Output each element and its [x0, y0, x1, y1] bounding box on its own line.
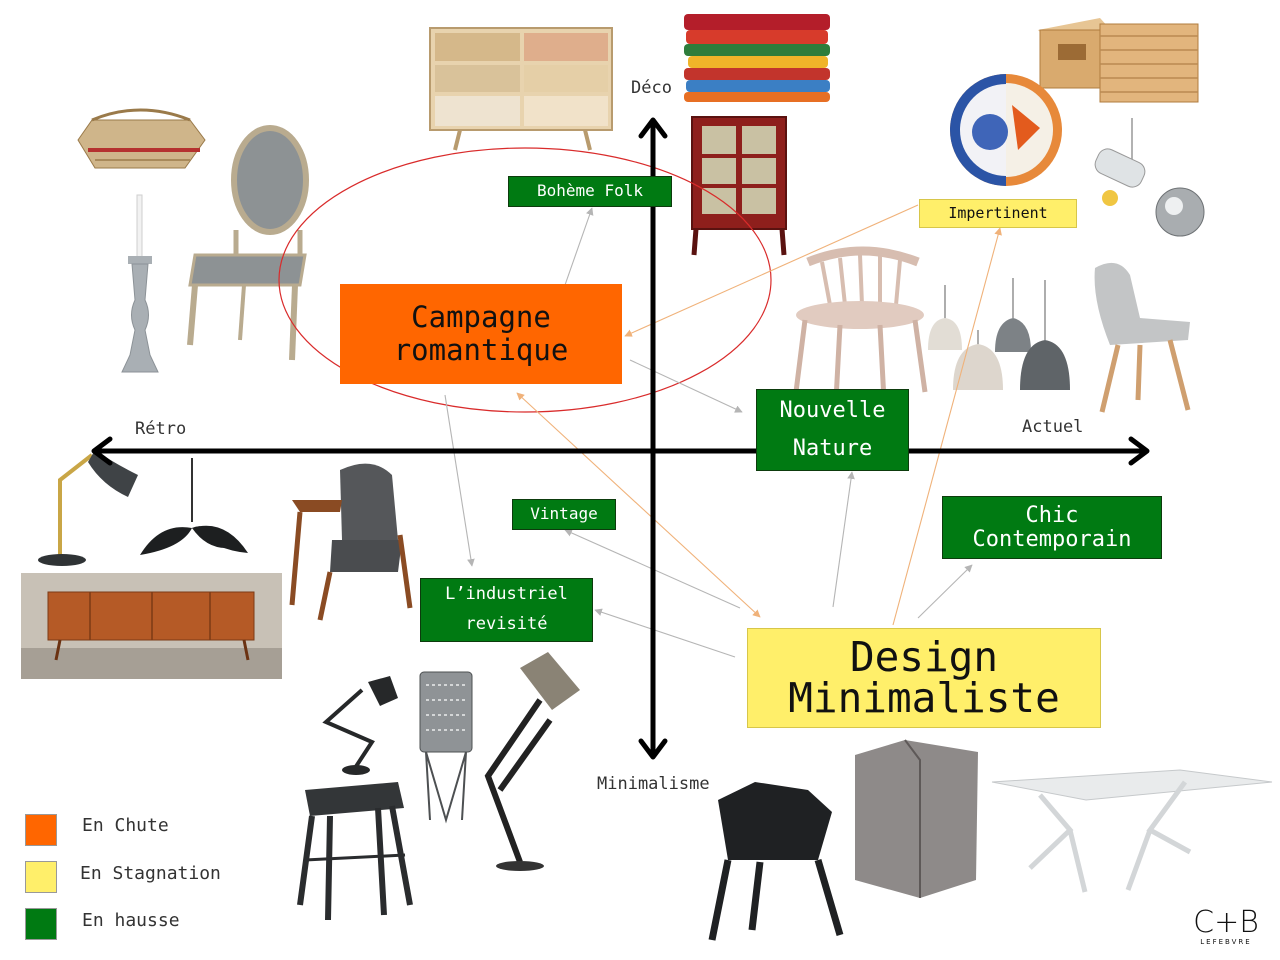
- cabinet-icon: [691, 116, 787, 256]
- basket-icon: [77, 108, 206, 169]
- medallion-chair-icon: [187, 125, 309, 361]
- tripod-lamp-icon: [484, 652, 580, 871]
- chest-of-drawers-icon: [429, 27, 613, 151]
- trend-industriel-revisite[interactable]: L’industriel revisité: [420, 578, 593, 642]
- trend-design-minimaliste[interactable]: Design Minimaliste: [747, 628, 1101, 728]
- brand-logo: C+B LEFEBVRE: [1190, 905, 1262, 947]
- trend-design-label: Design Minimaliste: [788, 633, 1060, 722]
- trend-nouvelle-nature[interactable]: Nouvelle Nature: [756, 389, 909, 471]
- trend-campagne-label: Campagne romantique: [393, 299, 569, 367]
- logo-subtitle: LEFEBVRE: [1200, 938, 1252, 946]
- textile-stack-icon: [684, 14, 830, 102]
- desk-lamp-icon: [322, 676, 398, 775]
- triple-pendant-icon: [140, 458, 248, 555]
- trend-vintage[interactable]: Vintage: [512, 499, 616, 530]
- legend-label-chute: En Chute: [82, 815, 169, 836]
- floor-lamp-icon: [38, 450, 138, 566]
- axis-label-left: Rétro: [135, 419, 187, 439]
- black-chair-icon: [708, 782, 844, 941]
- trend-boheme-folk[interactable]: Bohème Folk: [508, 176, 672, 207]
- legend-label-hausse: En hausse: [82, 910, 180, 931]
- trend-campagne-romantique[interactable]: Campagne romantique: [340, 284, 622, 384]
- pendant-lamp-icon: [1094, 118, 1205, 237]
- logo-mark: C+B: [1193, 905, 1259, 940]
- axes: [91, 117, 1150, 760]
- plate-icon: [950, 74, 1062, 186]
- relationship-arrows: [444, 204, 1002, 658]
- trend-industriel-label: L’industriel revisité: [445, 584, 568, 634]
- axis-label-top: Déco: [631, 78, 672, 98]
- legend-swatch-stagnation: [25, 861, 57, 893]
- shell-chair-icon: [1094, 262, 1191, 413]
- axis-label-right: Actuel: [1022, 417, 1084, 437]
- bell-lamps-icon: [928, 278, 1070, 390]
- candlestick-icon: [121, 194, 159, 373]
- trend-nouvelle-label: Nouvelle Nature: [779, 397, 886, 462]
- stool-icon: [297, 782, 413, 921]
- cage-lamp-icon: [419, 671, 473, 824]
- trend-impertinent[interactable]: Impertinent: [919, 199, 1077, 228]
- sideboard-icon: [21, 573, 282, 679]
- spindle-chair-icon: [793, 246, 928, 401]
- trend-chic-label: Chic Contemporain: [972, 503, 1132, 552]
- trend-chic-contemporain[interactable]: Chic Contemporain: [942, 496, 1162, 559]
- crate-shelves-icon: [1038, 18, 1199, 103]
- acrylic-stool-icon: [855, 739, 978, 898]
- white-table-icon: [991, 769, 1273, 893]
- legend-label-stagnation: En Stagnation: [80, 863, 221, 884]
- legend-swatch-chute: [25, 814, 57, 846]
- axis-label-bottom: Minimalisme: [597, 774, 710, 794]
- armchair-icon: [289, 463, 413, 621]
- legend-swatch-hausse: [25, 908, 57, 940]
